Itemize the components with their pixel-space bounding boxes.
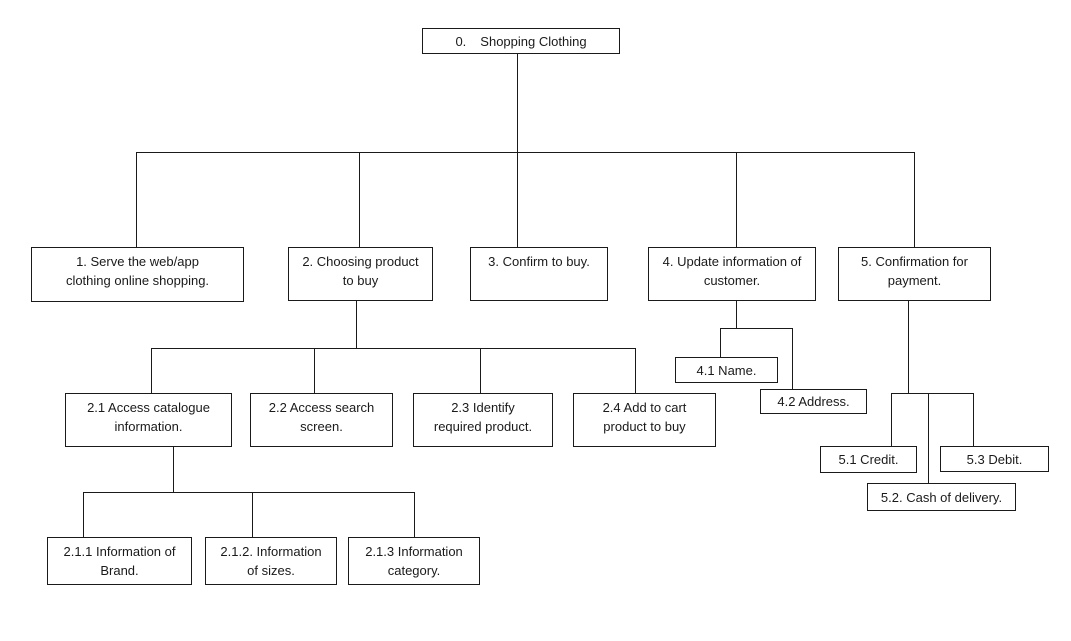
node-2-1-2-sizes-info: 2.1.2. Information of sizes.: [205, 537, 337, 585]
connector-line: [414, 492, 415, 537]
node-1-serve-web-app: 1. Serve the web/app clothing online sho…: [31, 247, 244, 302]
node-4-update-customer-info: 4. Update information of customer.: [648, 247, 816, 301]
connector-line: [136, 152, 137, 247]
connector-line: [635, 348, 636, 393]
connector-line: [83, 492, 84, 537]
node-5-2-cash-of-delivery: 5.2. Cash of delivery.: [867, 483, 1016, 511]
node-5-3-debit: 5.3 Debit.: [940, 446, 1049, 472]
connector-line: [736, 301, 737, 328]
connector-line: [517, 54, 518, 247]
connector-line: [83, 492, 415, 493]
connector-line: [736, 152, 737, 247]
connector-line: [891, 393, 974, 394]
connector-line: [480, 348, 481, 393]
connector-line: [252, 492, 253, 537]
connector-line: [173, 447, 174, 492]
node-5-1-credit: 5.1 Credit.: [820, 446, 917, 473]
connector-line: [720, 328, 793, 329]
node-5-payment-confirmation: 5. Confirmation for payment.: [838, 247, 991, 301]
connector-line: [151, 348, 152, 393]
node-0-number: 0.: [455, 33, 467, 49]
node-4-2-address: 4.2 Address.: [760, 389, 867, 414]
connector-line: [914, 152, 915, 247]
connector-line: [136, 152, 915, 153]
connector-line: [973, 393, 974, 446]
connector-line: [359, 152, 360, 247]
node-4-1-name: 4.1 Name.: [675, 357, 778, 383]
node-2-1-3-category-info: 2.1.3 Information category.: [348, 537, 480, 585]
connector-line: [891, 393, 892, 446]
node-2-1-1-brand-info: 2.1.1 Information of Brand.: [47, 537, 192, 585]
connector-line: [720, 328, 721, 357]
connector-line: [151, 348, 636, 349]
node-2-3-identify-product: 2.3 Identify required product.: [413, 393, 553, 447]
node-0-title: Shopping Clothing: [480, 33, 587, 49]
node-2-choosing-product: 2. Choosing product to buy: [288, 247, 433, 301]
node-2-4-add-to-cart: 2.4 Add to cart product to buy: [573, 393, 716, 447]
connector-line: [792, 328, 793, 389]
connector-line: [908, 301, 909, 393]
node-0-shopping-clothing: 0. Shopping Clothing: [422, 28, 620, 54]
node-2-2-access-search: 2.2 Access search screen.: [250, 393, 393, 447]
connector-line: [356, 301, 357, 348]
node-3-confirm-to-buy: 3. Confirm to buy.: [470, 247, 608, 301]
connector-line: [314, 348, 315, 393]
connector-line: [928, 393, 929, 483]
node-2-1-access-catalogue: 2.1 Access catalogue information.: [65, 393, 232, 447]
